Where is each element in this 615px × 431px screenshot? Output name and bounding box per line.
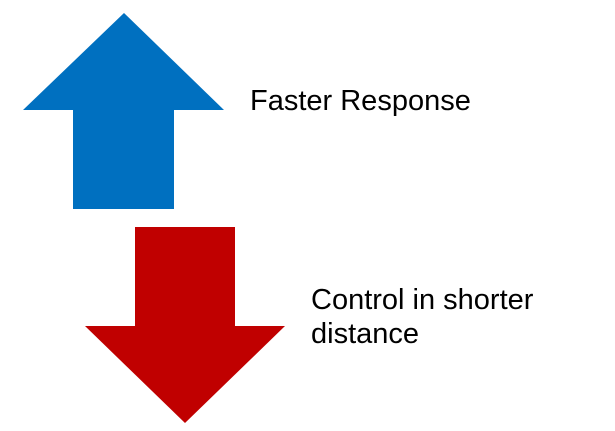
control-distance-label-line-2: distance: [311, 318, 420, 350]
faster-response-label: Faster Response: [250, 85, 471, 117]
up-arrow-icon: [23, 13, 224, 209]
down-arrow-icon: [85, 227, 285, 423]
control-distance-label-line-1: Control in shorter: [311, 284, 534, 316]
control-distance-label: Control in shorter distance: [311, 283, 533, 351]
